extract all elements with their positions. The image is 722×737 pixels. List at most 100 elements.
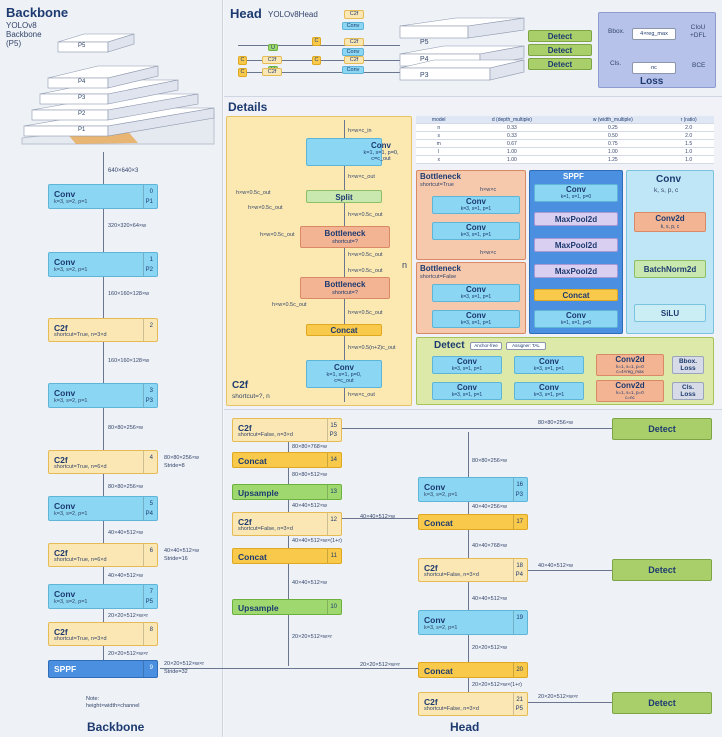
block-text: k=3, s=1, p=1 (460, 206, 492, 212)
sppf-maxpool-2[interactable]: MaxPool2d (534, 238, 618, 252)
c2f-detail-split[interactable]: Split (306, 190, 382, 203)
block-index-box (143, 253, 157, 276)
backbone-title: Backbone (6, 5, 69, 20)
detect-top-p3[interactable]: Detect (528, 58, 592, 70)
c2f-detail-title: C2f (232, 380, 249, 391)
block-index-box (143, 585, 157, 608)
detect-p5[interactable]: Detect (612, 692, 712, 714)
block-text: Concat (330, 326, 358, 335)
backbone-out-3: 80×80×256×w (108, 425, 144, 431)
block-text: Conv2d (655, 214, 685, 223)
block-text: w (width_multiple) (562, 116, 664, 124)
block-text: Conv (539, 383, 559, 392)
backbone-out-6: 40×40×512×w (108, 573, 144, 579)
block-index: 0 (149, 189, 153, 195)
detect-top-p5[interactable]: Detect (528, 30, 592, 42)
block-name: Upsample (238, 603, 279, 613)
block-text: Detect (648, 565, 676, 575)
conv-detail-batchnorm[interactable]: BatchNorm2d (634, 260, 706, 278)
loss-ciou-dfl: CIoU +DFL (690, 24, 707, 39)
head-label: 20×20×512×w×(1+r) (472, 682, 522, 688)
head-mini-line (238, 72, 400, 73)
block-name: Concat (424, 666, 453, 676)
head-label: 20×20×512×w (472, 645, 508, 651)
detect-bbox-loss[interactable]: Bbox. Loss (672, 356, 704, 374)
block-text: MaxPool2d (554, 267, 598, 276)
block-level: P4 (515, 572, 523, 578)
block-name: Conv (424, 482, 446, 492)
block-index: 7 (149, 589, 153, 595)
detect-cls-loss[interactable]: Cls. Loss (672, 382, 704, 400)
head-level-p4: P4 (420, 56, 429, 63)
head-label: 40×40×512×w (538, 563, 574, 569)
c2f-label: h×w×0.5c_out (248, 205, 283, 211)
backbone-pyramid (21, 33, 215, 145)
detect-top-p4[interactable]: Detect (528, 44, 592, 56)
block-index: 6 (149, 548, 153, 554)
block-text: Detect (547, 46, 573, 55)
block-index-box (327, 419, 341, 441)
detect-p3[interactable]: Detect (612, 418, 712, 440)
block-text: Conv (466, 311, 486, 320)
detect-p4[interactable]: Detect (612, 559, 712, 581)
block-index: 16 (516, 482, 523, 488)
block-params: k=3, s=2, p=1 (54, 511, 88, 517)
mini-conv: Conv (342, 48, 364, 56)
block-text: C (240, 57, 245, 63)
sppf-maxpool-1[interactable]: MaxPool2d (534, 212, 618, 226)
conv-detail-silu[interactable]: SiLU (634, 304, 706, 322)
detect-tag-anchor-free: Anchor-free (470, 342, 502, 350)
loss-panel (598, 12, 716, 88)
pyramid-label-p2: P2 (78, 111, 86, 117)
head-level-p5: P5 (420, 39, 429, 46)
block-text: 0.33 (461, 123, 563, 132)
sppf-concat[interactable]: Concat (534, 289, 618, 301)
block-name: Conv (54, 257, 76, 267)
c2f-detail-concat[interactable]: Concat (306, 324, 382, 336)
sppf-maxpool-3[interactable]: MaxPool2d (534, 264, 618, 278)
block-index: 1 (149, 257, 153, 263)
block-name: C2f (424, 697, 438, 707)
block-text: Conv (457, 383, 477, 392)
block-text: C (314, 38, 319, 44)
